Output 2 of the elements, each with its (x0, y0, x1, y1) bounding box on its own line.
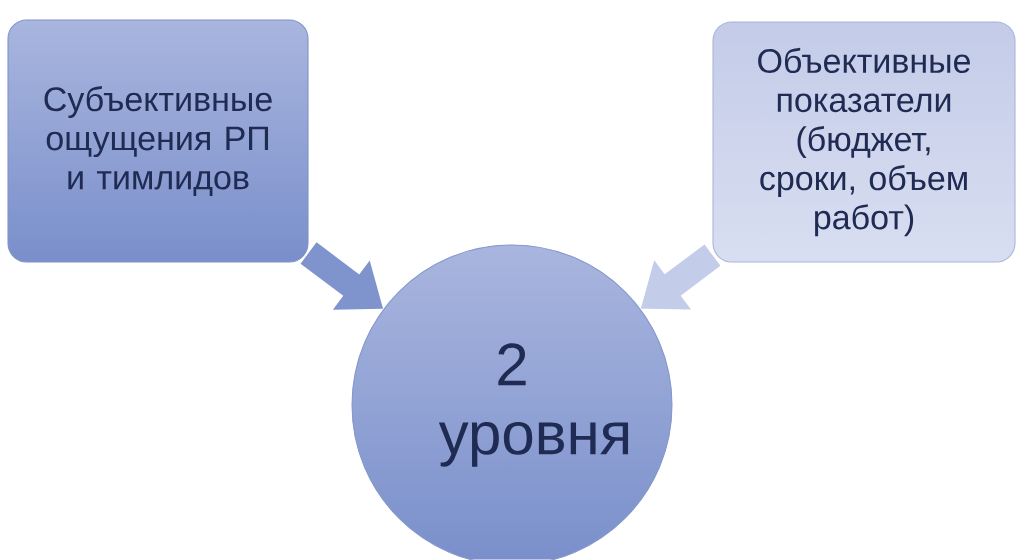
process-box: Объективные показатели (бюджет, сроки, объем работ) (712, 21, 1016, 263)
process-box: Субъективные ощущения РП и тимлидов (7, 19, 309, 263)
